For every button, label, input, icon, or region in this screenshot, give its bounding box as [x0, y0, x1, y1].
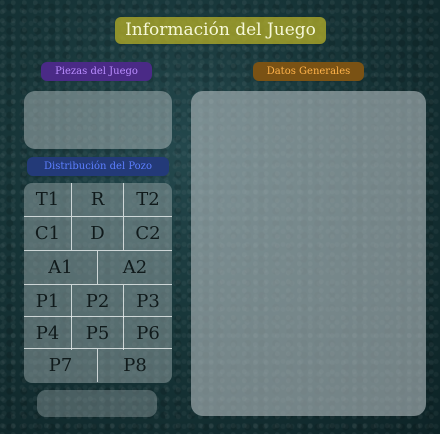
pozo-cell[interactable]: P7 [24, 349, 98, 382]
pozo-row: P1 P2 P3 [24, 285, 172, 318]
grid-divider [24, 250, 172, 251]
pozo-row: P7 P8 [24, 349, 172, 382]
grid-divider [24, 216, 172, 217]
pozo-cell[interactable]: P4 [24, 317, 72, 350]
grid-divider [24, 348, 172, 349]
pozo-cell[interactable]: P5 [72, 317, 124, 350]
pozo-cell[interactable]: A2 [122, 257, 148, 278]
pozo-cell[interactable]: P1 [24, 285, 72, 318]
section-label-datos: Datos Generales [253, 62, 364, 81]
pozo-cell[interactable]: P8 [123, 355, 147, 376]
pozo-cell[interactable]: P2 [72, 285, 124, 318]
pozo-row: C1 D C2 [24, 217, 172, 250]
pozo-cell[interactable]: C2 [135, 223, 161, 244]
section-label-distribucion: Distribución del Pozo [27, 157, 169, 176]
pozo-cell[interactable]: P6 [136, 323, 160, 344]
pozo-grid: T1 R T2 C1 D C2 A1 A2 P1 P2 P3 P4 P5 P6 … [24, 183, 172, 383]
pozo-row: P4 P5 P6 [24, 317, 172, 350]
pozo-row: T1 R T2 [24, 183, 172, 216]
pozo-cell[interactable]: T2 [136, 189, 160, 210]
page-title: Información del Juego [115, 17, 326, 44]
pozo-cell[interactable]: T1 [24, 183, 72, 216]
piezas-panel [24, 91, 172, 149]
pozo-cell[interactable]: D [72, 217, 124, 250]
section-label-piezas: Piezas del Juego [41, 62, 152, 81]
datos-panel [191, 91, 426, 416]
pozo-cell[interactable]: P3 [136, 291, 160, 312]
bottom-panel [37, 390, 157, 417]
grid-divider [24, 284, 172, 285]
pozo-cell[interactable]: C1 [24, 217, 72, 250]
grid-divider [24, 316, 172, 317]
pozo-cell[interactable]: R [72, 183, 124, 216]
pozo-row: A1 A2 [24, 251, 172, 284]
pozo-cell[interactable]: A1 [24, 251, 98, 284]
